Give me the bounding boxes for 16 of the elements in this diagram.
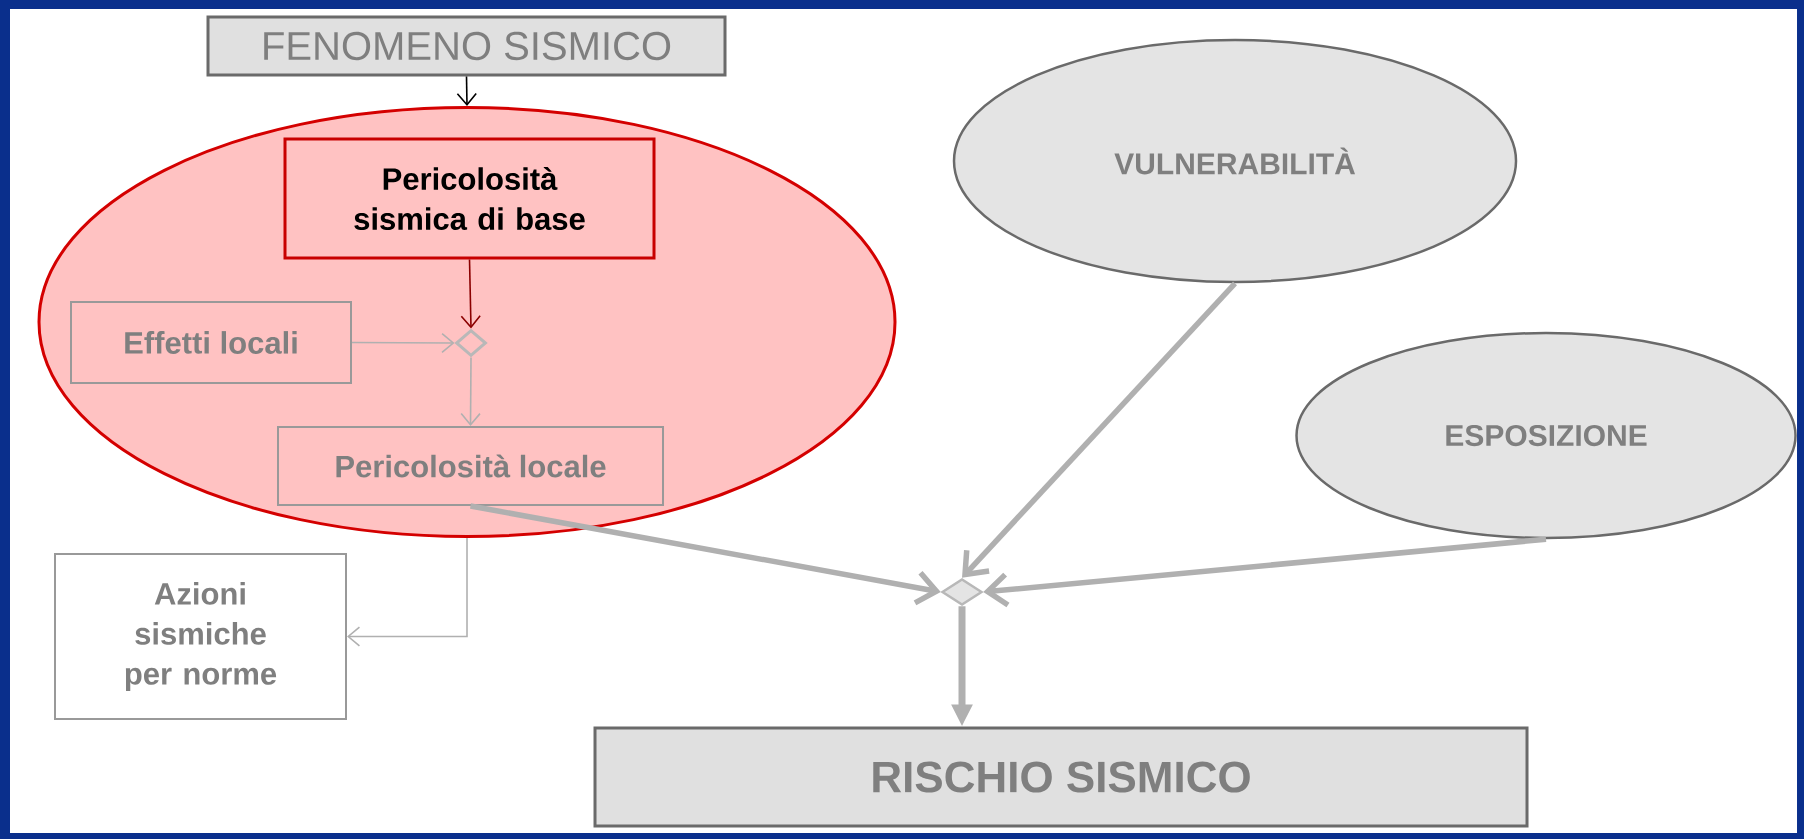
arrow [351, 332, 455, 354]
ellipse-node: ESPOSIZIONE [1295, 331, 1797, 540]
result-box: RISCHIO SISMICO [593, 726, 1529, 828]
arrow [456, 75, 477, 106]
arrow [347, 537, 468, 647]
process-box: Pericolosità sismica di base [283, 137, 656, 260]
arrow [460, 356, 481, 426]
arrow [983, 536, 1547, 608]
arrow [470, 503, 941, 606]
process-box: Effetti locali [70, 301, 352, 384]
process-box: Pericolosità locale [277, 426, 664, 506]
arrow [460, 258, 481, 329]
title-box: FENOMENO SISMICO [206, 15, 727, 77]
ellipse-node: VULNERABILITÀ [952, 38, 1518, 284]
arrow [962, 281, 1238, 578]
process-box: Azioni sismiche per norme [54, 553, 347, 720]
